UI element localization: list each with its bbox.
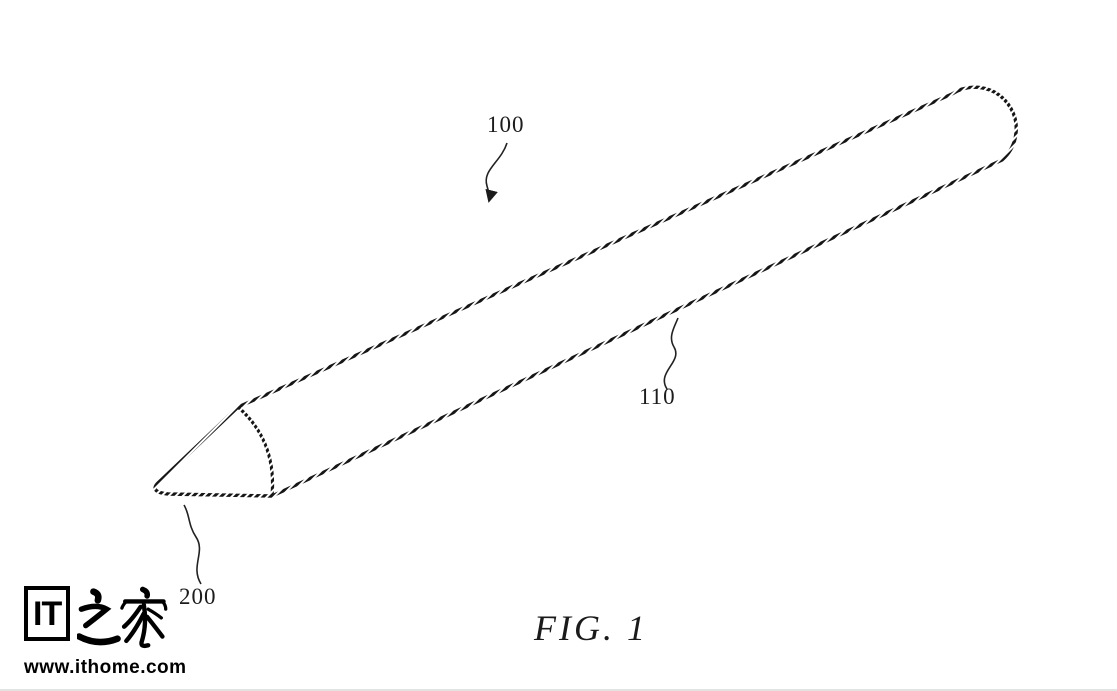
ithome-logo-it-box: IT (24, 586, 71, 641)
ref-numeral-100: 100 (487, 112, 525, 137)
stylus-tip-junction-arc (236, 405, 275, 497)
ithome-site-url: www.ithome.com (24, 657, 187, 678)
ref-numeral-200: 200 (179, 584, 217, 609)
leader-line-110 (663, 317, 679, 390)
stylus-body-outline (153, 85, 1018, 498)
figure-caption: FIG. 1 (534, 608, 648, 648)
leader-line-100 (485, 142, 508, 203)
ref-numeral-110: 110 (639, 384, 676, 409)
ithome-logo-cjk-calligraphy (77, 586, 168, 649)
leader-line-200 (183, 504, 202, 585)
ithome-logo: IT (24, 586, 169, 652)
